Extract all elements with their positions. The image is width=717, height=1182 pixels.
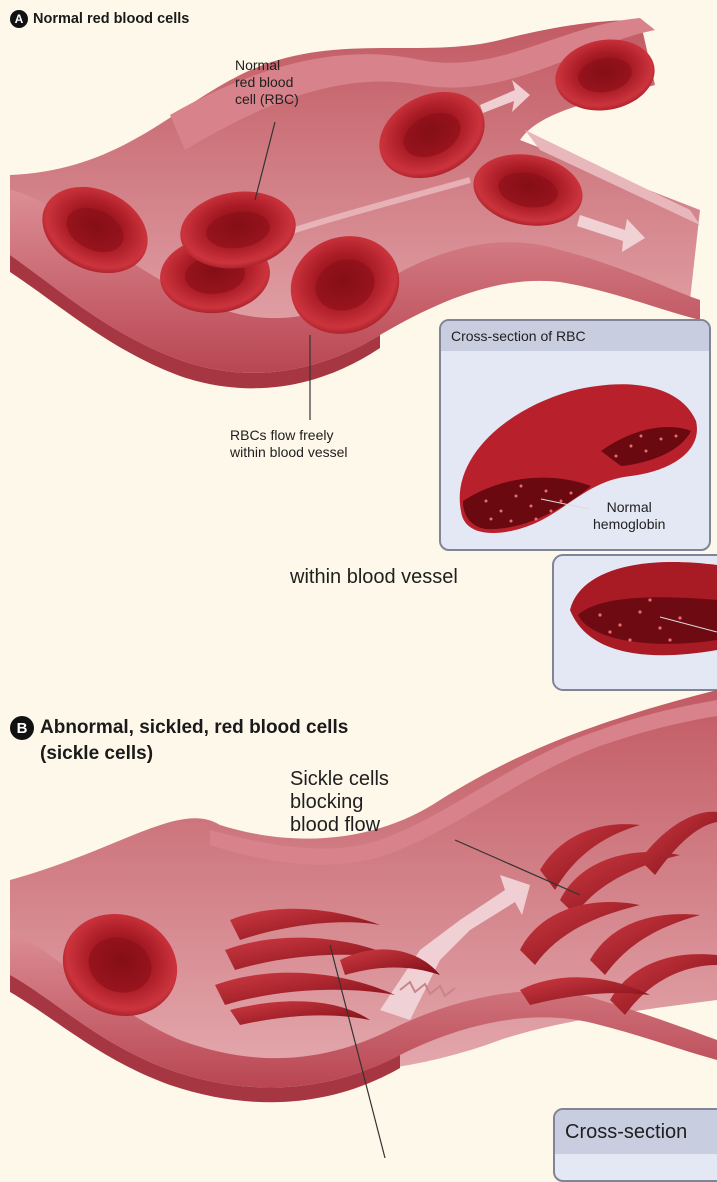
rbc-cross-section-illustration	[441, 351, 709, 549]
duplicate-inset-fragment	[553, 555, 717, 690]
panel-b-title: B Abnormal, sickled, red blood cells (si…	[10, 715, 348, 767]
panel-a-title: A Normal red blood cells	[10, 10, 189, 28]
label-rbc-flow: RBCs flow freely within blood vessel	[230, 427, 348, 461]
label-fragment-within-vessel: within blood vessel	[290, 565, 458, 589]
panel-b-badge: B	[10, 716, 34, 740]
panel-a-title-text: Normal red blood cells	[33, 10, 189, 28]
panel-a-inset: Cross-section of RBC Normal hemoglobin	[439, 319, 711, 551]
label-normal-rbc: Normal red blood cell (RBC)	[235, 57, 299, 107]
panel-b-inset-title: Cross-section	[555, 1110, 717, 1154]
label-normal-hemoglobin: Normal hemoglobin	[593, 499, 665, 533]
panel-b-inset: Cross-section	[553, 1108, 717, 1182]
inset-title: Cross-section of RBC	[441, 321, 709, 351]
label-sickle-blocking: Sickle cells blocking blood flow	[290, 768, 389, 837]
panel-a-badge: A	[10, 10, 28, 28]
panel-b-title-text: Abnormal, sickled, red blood cells (sick…	[40, 715, 348, 767]
